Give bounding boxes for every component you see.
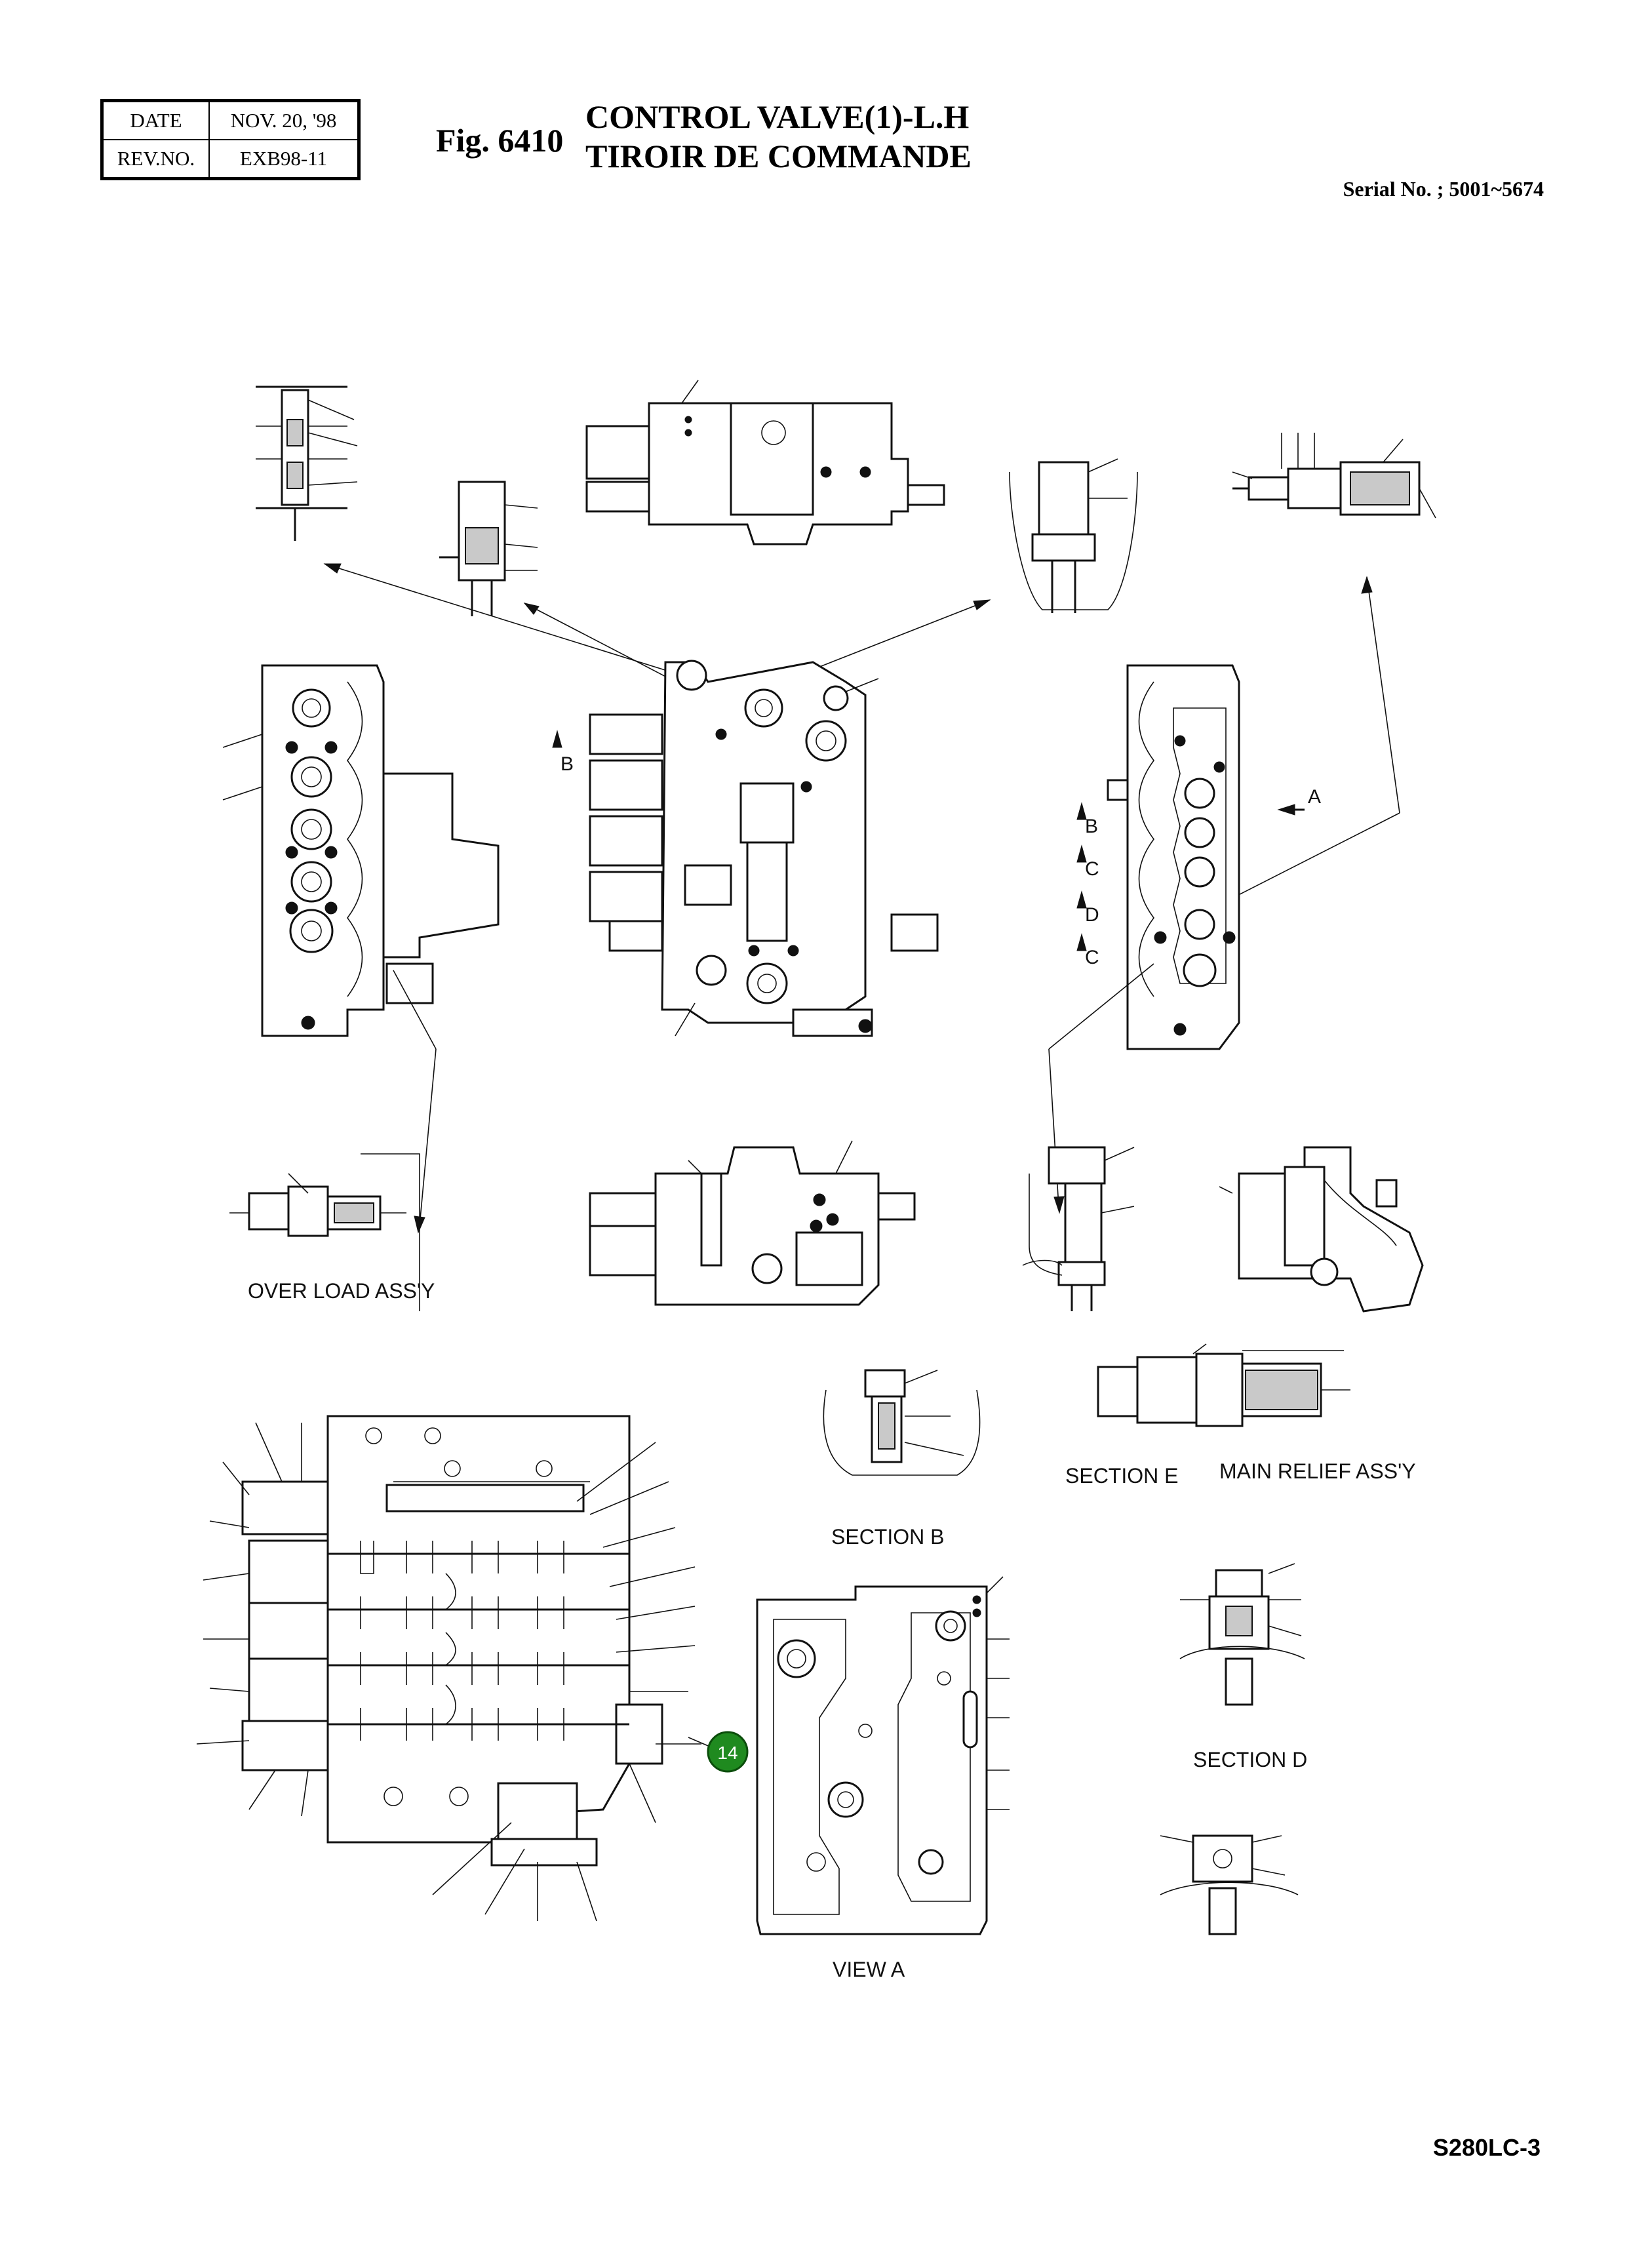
marker-b-right: B <box>1085 816 1098 837</box>
rev-value: EXB98-11 <box>208 139 360 180</box>
label-section-d: SECTION D <box>1193 1748 1307 1771</box>
page-title: CONTROL VALVE(1)-L.H TIROIR DE COMMANDE <box>585 97 972 176</box>
label-overload-assy: OVER LOAD ASS'Y <box>248 1279 435 1303</box>
label-main-relief-assy: MAIN RELIEF ASS'Y <box>1219 1459 1416 1483</box>
detail-top-check <box>1009 458 1138 613</box>
section-b-detail <box>823 1369 981 1476</box>
marker-c-right-1: C <box>1085 858 1099 880</box>
view-lower-front <box>589 1140 916 1306</box>
detail-top-right-relief <box>1232 433 1436 519</box>
model-code: S280LC-3 <box>1432 2134 1541 2161</box>
cutaway-main-section <box>196 1415 701 1922</box>
detail-lower-check <box>1022 1146 1135 1311</box>
label-section-b: SECTION B <box>831 1525 944 1549</box>
date-value: NOV. 20, '98 <box>208 100 360 140</box>
detail-lower-right-section <box>1219 1146 1424 1313</box>
marker-d-right: D <box>1085 904 1099 926</box>
date-label: DATE <box>101 100 210 140</box>
callout-14[interactable]: 14 <box>688 1731 749 1773</box>
title-line-1: CONTROL VALVE(1)-L.H <box>585 98 970 135</box>
view-markers: B B C D C A <box>552 730 1321 968</box>
revision-table: DATE NOV. 20, '98 REV.NO. EXB98-11 <box>100 99 361 180</box>
view-a-plate <box>756 1576 1010 1935</box>
title-line-2: TIROIR DE COMMANDE <box>585 138 972 174</box>
detail-top-plug <box>439 481 538 616</box>
section-c-detail <box>1160 1834 1299 1935</box>
view-front-main <box>589 660 939 1037</box>
callout-number: 14 <box>717 1743 738 1763</box>
detail-overload-assy <box>229 1153 420 1311</box>
serial-number: Serial No. ; 5001~5674 <box>1343 177 1544 201</box>
figure-number: Fig. 6410 <box>436 122 564 159</box>
label-view-a: VIEW A <box>833 1958 905 1981</box>
view-top-valve <box>585 380 945 545</box>
leader-lines-top <box>323 563 1400 909</box>
marker-a-right: A <box>1308 786 1321 808</box>
label-section-e: SECTION E <box>1065 1464 1178 1488</box>
main-relief-detail <box>1097 1343 1350 1427</box>
view-left-side <box>222 664 500 1037</box>
section-d-detail <box>1179 1563 1305 1706</box>
rev-label: REV.NO. <box>101 139 210 180</box>
view-right-side <box>1107 664 1240 1050</box>
marker-c-right-2: C <box>1085 947 1099 968</box>
detail-top-left-spool <box>256 386 358 541</box>
marker-b-left: B <box>560 753 574 775</box>
